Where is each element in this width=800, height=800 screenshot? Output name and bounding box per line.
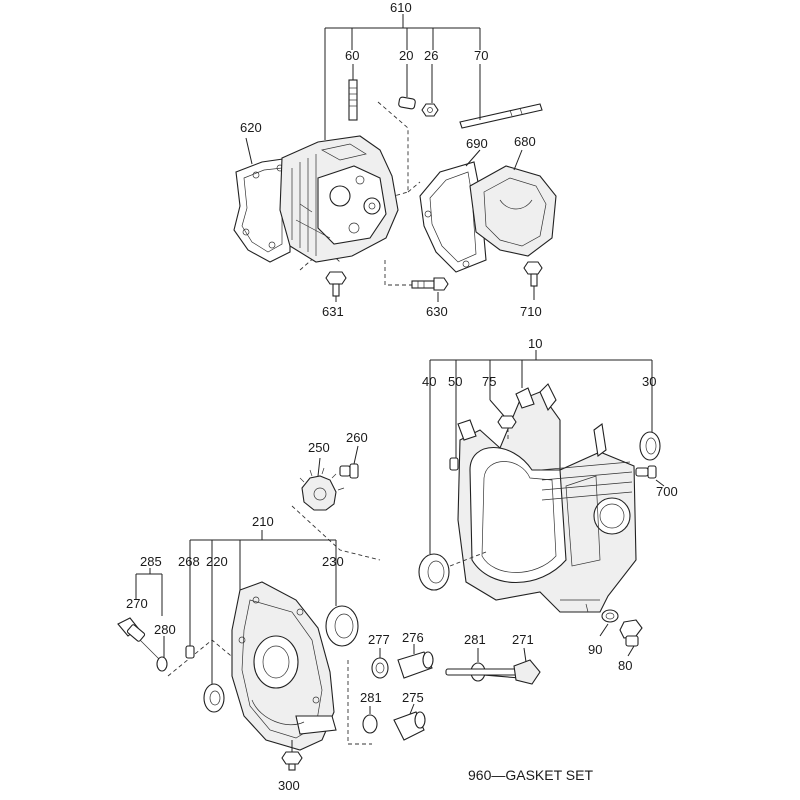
o-ring-280 [156, 636, 168, 672]
crankcase [457, 383, 637, 613]
label-276: 276 [402, 630, 424, 645]
label-631: 631 [322, 304, 344, 319]
stud-bolt-60 [348, 64, 358, 121]
label-281: 281 [464, 632, 486, 647]
label-60: 60 [345, 48, 359, 63]
label-40: 40 [422, 374, 436, 389]
drain-bolt-271 [445, 647, 541, 685]
label-80: 80 [618, 658, 632, 673]
label-280: 280 [154, 622, 176, 637]
bolt-710 [523, 261, 543, 300]
crankcase-group [418, 350, 665, 657]
nut-75 [489, 372, 517, 440]
label-230: 230 [322, 554, 344, 569]
oil-sensor-270 [117, 617, 161, 661]
label-210: 210 [252, 514, 274, 529]
label-20: 20 [399, 48, 413, 63]
label-26: 26 [424, 48, 438, 63]
head-gasket-620 [233, 137, 291, 263]
label-220: 220 [206, 554, 228, 569]
label-275: 275 [402, 690, 424, 705]
part-number-labels: 610 60 20 26 70 620 690 680 631 630 710 … [126, 0, 678, 793]
cover-gasket-690 [419, 149, 487, 273]
o-ring-281 [362, 706, 378, 734]
bolt-260 [339, 445, 359, 479]
bolt-300 [281, 740, 303, 771]
oil-seal-30 [639, 372, 661, 461]
label-268: 268 [178, 554, 200, 569]
o-ring-277 [371, 648, 389, 679]
oil-seal-230 [325, 556, 359, 647]
washer-281 [470, 648, 486, 682]
long-bolt-70 [459, 64, 543, 129]
label-610: 610 [390, 0, 412, 15]
label-285: 285 [140, 554, 162, 569]
label-30: 30 [642, 374, 656, 389]
bolt-631 [325, 271, 347, 302]
label-10: 10 [528, 336, 542, 351]
head-cover-680 [469, 149, 557, 257]
bolt-630 [411, 277, 449, 302]
label-277: 277 [368, 632, 390, 647]
cylinder-head-group [233, 14, 557, 302]
plug-700 [635, 465, 665, 487]
oil-seal-220 [203, 556, 225, 713]
label-260: 260 [346, 430, 368, 445]
label-630: 630 [426, 304, 448, 319]
dowel-pin-50 [449, 372, 459, 471]
label-680: 680 [514, 134, 536, 149]
dowel-pin-268 [185, 556, 195, 659]
label-50: 50 [448, 374, 462, 389]
label-70: 70 [474, 48, 488, 63]
gasket-set-footnote: 960—GASKET SET [468, 767, 593, 783]
plug-275 [393, 703, 426, 741]
cylinder-head [279, 135, 399, 263]
label-75: 75 [482, 374, 496, 389]
label-620: 620 [240, 120, 262, 135]
oil-seal-40 [418, 372, 487, 591]
label-271: 271 [512, 632, 534, 647]
label-281-lower: 281 [360, 690, 382, 705]
crankcase-cover-group [117, 445, 541, 771]
label-250: 250 [308, 440, 330, 455]
nut-26 [421, 64, 439, 117]
label-270: 270 [126, 596, 148, 611]
label-690: 690 [466, 136, 488, 151]
label-90: 90 [588, 642, 602, 657]
label-710: 710 [520, 304, 542, 319]
dowel-pin-20 [398, 64, 416, 110]
drain-plug-80 [619, 619, 643, 657]
crankcase-cover [231, 581, 337, 751]
label-300: 300 [278, 778, 300, 793]
washer-90 [599, 609, 619, 637]
fitting-276 [397, 644, 434, 679]
gear-250 [299, 457, 345, 511]
label-700: 700 [656, 484, 678, 499]
